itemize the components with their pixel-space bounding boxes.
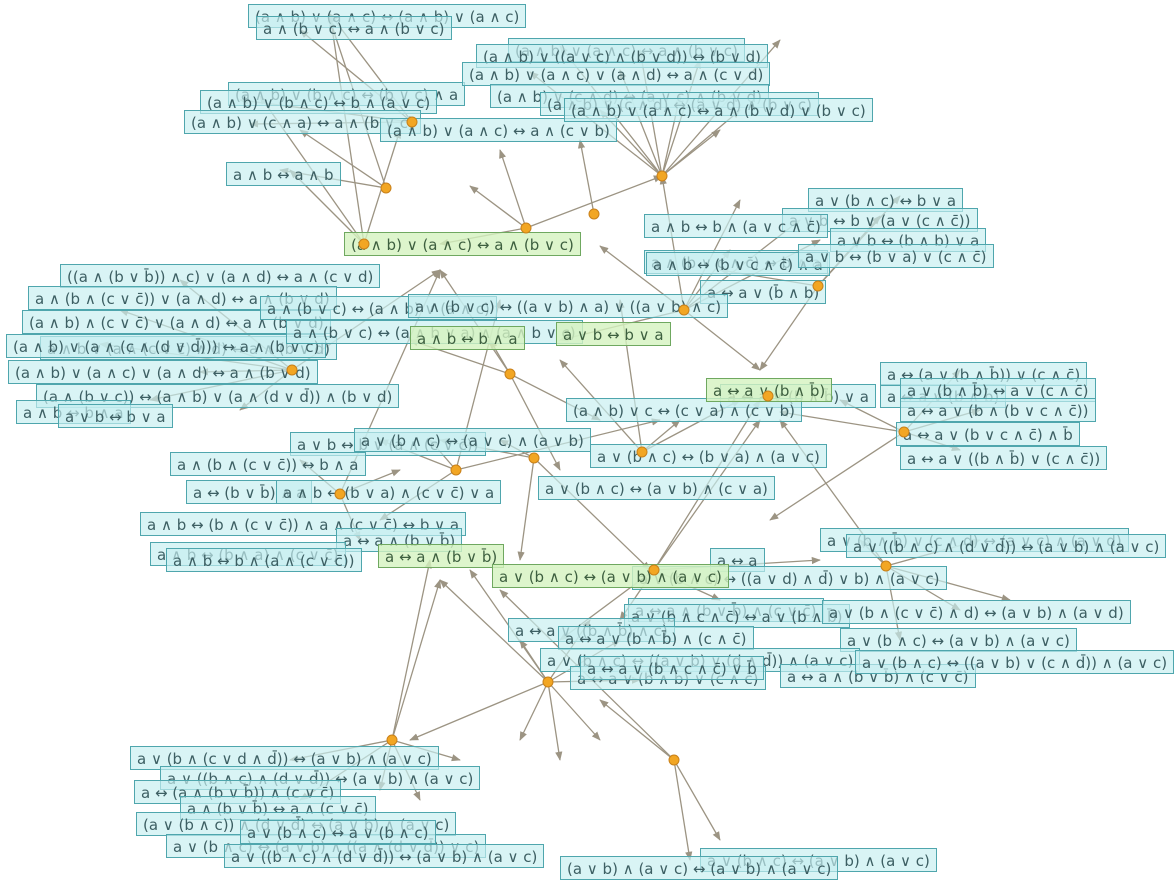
- proof-step-node: [406, 116, 418, 128]
- edge-arrow: [391, 559, 432, 741]
- edge-arrow: [391, 579, 442, 741]
- edge-arrow: [599, 699, 675, 761]
- formula-box: a ∨ (b ∧ c) ↔ (a ∨ b) ∧ (c ∨ a): [538, 476, 775, 500]
- proof-step-node: [528, 452, 540, 464]
- proof-step-node: [286, 364, 298, 376]
- proof-step-node: [380, 182, 392, 194]
- formula-box: a ∨ (b ∧ (c ∨ c̄) ∧ d) ↔ (a ∨ b) ∧ (a ∨ …: [822, 600, 1131, 624]
- formula-box: a ∨ (b ∧ c) ↔ (a ∨ c) ∧ (a ∨ b): [354, 428, 591, 452]
- formula-box: (a ∧ b) ∨ (a ∧ c) ↔ a ∧ (c ∨ b): [380, 118, 617, 142]
- proof-step-node: [334, 488, 346, 500]
- formula-box: (a ∧ b) ∨ (a ∧ c) ∨ (a ∧ d) ↔ a ∧ (c ∨ d…: [462, 62, 771, 86]
- edge-arrow: [673, 759, 721, 841]
- formula-box: a ↔ a ∨ (b ∧ b̄) ∧ (c ∧ c̄): [558, 626, 754, 650]
- proof-step-node: [762, 390, 774, 402]
- edge-arrow: [499, 149, 527, 229]
- formula-box: a ∨ (b ∧ c ∧ c̄) ↔ a ∨ (b ∧ b̄): [624, 604, 850, 628]
- axiom-box: a ∨ (b ∧ c) ↔ (a ∨ b) ∧ (a ∨ c): [492, 564, 729, 588]
- edge-arrow: [299, 129, 387, 189]
- edge-arrow: [525, 175, 663, 229]
- edge-arrow: [547, 681, 601, 741]
- formula-box: a ∧ (b ∧ (c ∨ c̄)) ↔ b ∧ a: [170, 452, 366, 476]
- proof-step-node: [520, 222, 532, 234]
- edge-arrow: [519, 639, 549, 683]
- formula-box: (a ∧ b) ∨ (a ∧ c) ∨ (a ∧ d) ↔ a ∧ (b ∨ d…: [8, 360, 318, 384]
- formula-box: (a ∨ b) ∧ (a ∨ c) ↔ (a ∨ b) ∧ (a ∨ c): [560, 856, 839, 880]
- formula-box: a ∨ ((b ∧ c) ∧ (d ∨ d̄)) ↔ (a ∨ b) ∧ (a …: [224, 844, 545, 868]
- proof-step-node: [668, 754, 680, 766]
- formula-box: a ∧ (b ∨ c) ↔ a ∧ (b ∨ c): [256, 16, 452, 40]
- edge-arrow: [661, 129, 721, 177]
- formula-box: a ∨ (b ∧ c) ↔ (a ∨ b) ∧ (a ∨ c): [840, 628, 1077, 652]
- proof-step-node: [588, 208, 600, 220]
- formula-box: a ∧ b ↔ b ∧ (a ∧ (c ∨ c̄)): [166, 548, 362, 572]
- edge-arrow: [439, 579, 549, 683]
- edge-arrow: [659, 175, 685, 311]
- proof-step-node: [812, 280, 824, 292]
- formula-box: (a ∧ b) ∨ (a ∧ c) ↔ a ∧ (b ∨ d) ∨ (b ∨ c…: [564, 98, 873, 122]
- axiom-box: a ∨ b ↔ b ∨ a: [556, 322, 671, 346]
- formula-box: a ↔ a ∨ (b ∨ c ∧ c̄) ∧ b̄: [896, 422, 1080, 446]
- formula-box: a ∨ (b ∧ c) ↔ ((a ∨ b) ∨ (c ∧ d̄)) ∧ (a …: [855, 650, 1175, 674]
- formula-box: a ↔ a ∨ (b ∧ c ∧ c̄) ∨ b̄: [580, 656, 764, 680]
- formula-box: a ∨ (b ∧ c) ↔ a ∨ (b ∧ c): [240, 820, 436, 844]
- proof-step-node: [542, 676, 554, 688]
- axiom-box: a ↔ a ∧ (b ∨ b̄): [378, 544, 505, 568]
- proof-step-node: [450, 464, 462, 476]
- edge-arrow: [673, 759, 693, 861]
- edge-arrow: [517, 457, 535, 561]
- formula-box: a ∧ b ↔ b ∧ (a ∨ c ∧ c̄): [644, 214, 828, 238]
- formula-box: ((a ∧ (b ∨ b̄)) ∧ c) ∨ (a ∧ d) ↔ a ∧ (c …: [60, 264, 381, 288]
- formula-box: a ↔ a ∨ (b ∧ (b ∨ c ∧ c̄)): [900, 398, 1096, 422]
- edge-arrow: [519, 681, 549, 741]
- formula-box: a ∧ b ↔ a ∧ b: [226, 162, 341, 186]
- formula-box: a ∨ ((b ∧ c) ∧ (d ∨ d̄)) ↔ (a ∨ b) ∧ (a …: [846, 534, 1167, 558]
- proof-step-node: [678, 304, 690, 316]
- formula-box: (a ∧ b) ∨ c ↔ (c ∨ a) ∧ (c ∨ b): [566, 398, 802, 422]
- proof-step-node: [880, 560, 892, 572]
- edge-arrow: [769, 431, 905, 521]
- proof-step-node: [636, 446, 648, 458]
- proof-step-node: [656, 170, 668, 182]
- proof-step-node: [358, 238, 370, 250]
- formula-box: (a ∧ b) ∧ (c ∨ c̄) ∨ (a ∧ d) ↔ a ∧ (b ∨ …: [22, 310, 331, 334]
- edge-arrow: [577, 139, 595, 215]
- formula-box: a ∨ b ↔ b ∨ a: [58, 404, 173, 428]
- edge-arrow: [683, 309, 761, 371]
- proof-step-node: [504, 368, 516, 380]
- proof-step-node: [648, 564, 660, 576]
- formula-box: a ∧ (b ∨ c) ↔ ((a ∨ b) ∧ a) ∨ ((a ∨ b) ∧…: [408, 294, 729, 318]
- edge-arrow: [509, 373, 561, 471]
- axiom-box: (a ∧ b) ∨ (a ∧ c) ↔ a ∧ (b ∨ c): [344, 232, 581, 256]
- formula-box: a ↔ a ∨ ((b ∧ b̄) ∨ (c ∧ c̄)): [900, 446, 1108, 470]
- edge-arrow: [547, 681, 563, 761]
- axiom-box: a ∧ b ↔ b ∧ a: [410, 326, 525, 350]
- edge-arrow: [469, 185, 527, 229]
- edge-arrow: [409, 681, 549, 741]
- formula-box: a ∨ b ↔ (b ∨ a) ∨ (c ∧ c̄): [798, 244, 994, 268]
- formula-box: a ∨ (b ∧ c) ↔ (b ∨ a) ∧ (a ∨ c): [590, 444, 827, 468]
- formula-box: (a ∧ b) ∨ (a ∧ (c ∧ (d ∨ d̄))) ↔ a ∧ (b …: [6, 334, 327, 358]
- proof-step-node: [898, 426, 910, 438]
- proof-step-node: [386, 734, 398, 746]
